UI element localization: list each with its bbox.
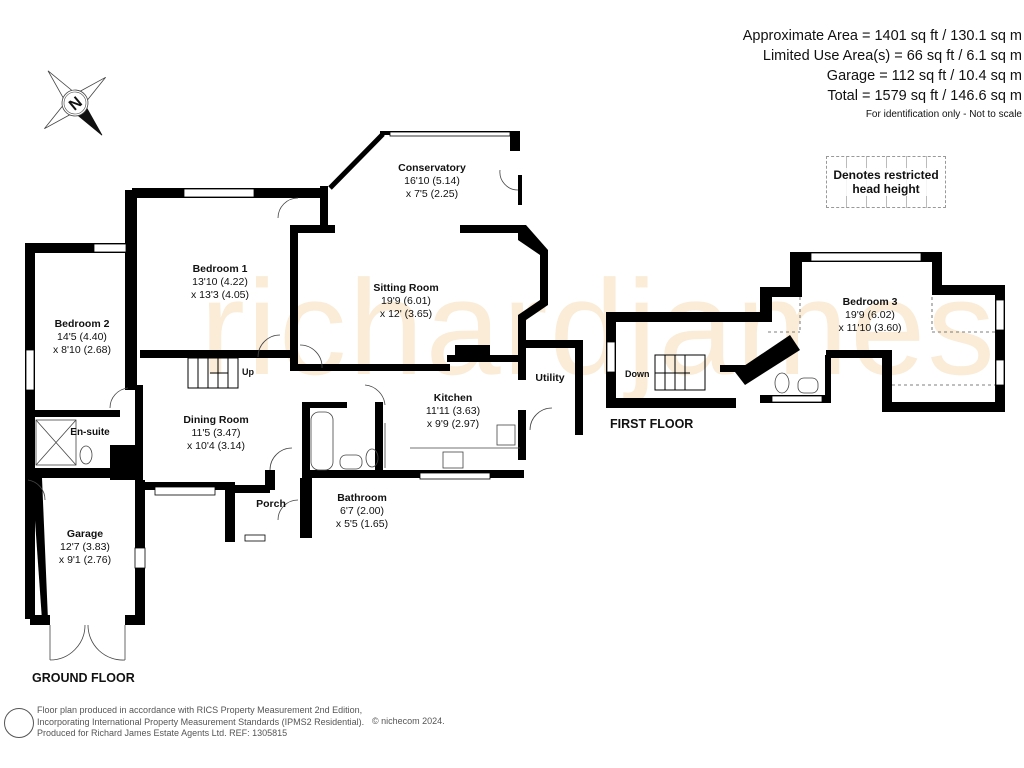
footer-disclaimer: Floor plan produced in accordance with R… bbox=[37, 705, 365, 738]
first-floor-label: FIRST FLOOR bbox=[610, 417, 694, 431]
room-conservatory: Conservatory 16'10 (5.14) x 7'5 (2.25) bbox=[398, 162, 466, 200]
room-en-suite: En-suite bbox=[70, 427, 110, 438]
room-bathroom: Bathroom 6'7 (2.00) x 5'5 (1.65) bbox=[335, 492, 389, 530]
stairs-up-label: Up bbox=[242, 367, 254, 377]
ground-floor-label: GROUND FLOOR bbox=[32, 671, 135, 685]
toilet-icon bbox=[774, 372, 790, 394]
fixtures bbox=[35, 372, 819, 471]
bath-icon bbox=[310, 411, 334, 471]
basin-icon bbox=[797, 377, 819, 394]
room-sitting-room: Sitting Room 19'9 (6.01) x 12' (3.65) bbox=[373, 282, 439, 320]
total-area: Total = 1579 sq ft / 146.6 sq m bbox=[827, 88, 1022, 104]
copyright: © nichecom 2024. bbox=[372, 716, 445, 726]
compass-icon bbox=[44, 70, 106, 136]
walls-ground-floor bbox=[25, 131, 583, 625]
restricted-head-height-legend: Denotes restricted head height bbox=[826, 156, 946, 208]
sink-icon bbox=[442, 451, 464, 469]
nichecom-logo-icon bbox=[4, 708, 34, 738]
room-bedroom-3: Bedroom 3 19'9 (6.02) x 11'10 (3.60) bbox=[838, 296, 902, 334]
room-bedroom-1: Bedroom 1 13'10 (4.22) x 13'3 (4.05) bbox=[190, 263, 250, 301]
garage-area: Garage = 112 sq ft / 10.4 sq m bbox=[826, 68, 1022, 84]
stairs-up-icon bbox=[187, 357, 239, 389]
hob-icon bbox=[496, 424, 516, 446]
room-bedroom-2: Bedroom 2 14'5 (4.40) x 8'10 (2.68) bbox=[52, 318, 112, 356]
room-dining-room: Dining Room 11'5 (3.47) x 10'4 (3.14) bbox=[183, 414, 249, 452]
limited-use-area: Limited Use Area(s) = 66 sq ft / 6.1 sq … bbox=[762, 48, 1022, 64]
windows bbox=[25, 131, 511, 569]
toilet-icon bbox=[365, 448, 379, 468]
doors bbox=[27, 169, 553, 661]
scale-note: For identification only - Not to scale bbox=[865, 109, 1022, 120]
toilet-icon bbox=[79, 445, 93, 465]
room-utility: Utility bbox=[535, 372, 565, 384]
restricted-head-height-lines bbox=[768, 297, 995, 386]
room-kitchen: Kitchen 11'11 (3.63) x 9'9 (2.97) bbox=[425, 392, 481, 430]
approximate-area: Approximate Area = 1401 sq ft / 130.1 sq… bbox=[742, 28, 1022, 44]
room-garage: Garage 12'7 (3.83) x 9'1 (2.76) bbox=[58, 528, 112, 566]
room-porch: Porch bbox=[256, 498, 286, 510]
stairs-down-icon bbox=[654, 354, 706, 391]
stairs-down-label: Down bbox=[625, 369, 650, 379]
area-summary: Approximate Area = 1401 sq ft / 130.1 sq… bbox=[743, 26, 1022, 124]
basin-icon bbox=[339, 454, 363, 470]
shower-icon bbox=[35, 419, 77, 466]
